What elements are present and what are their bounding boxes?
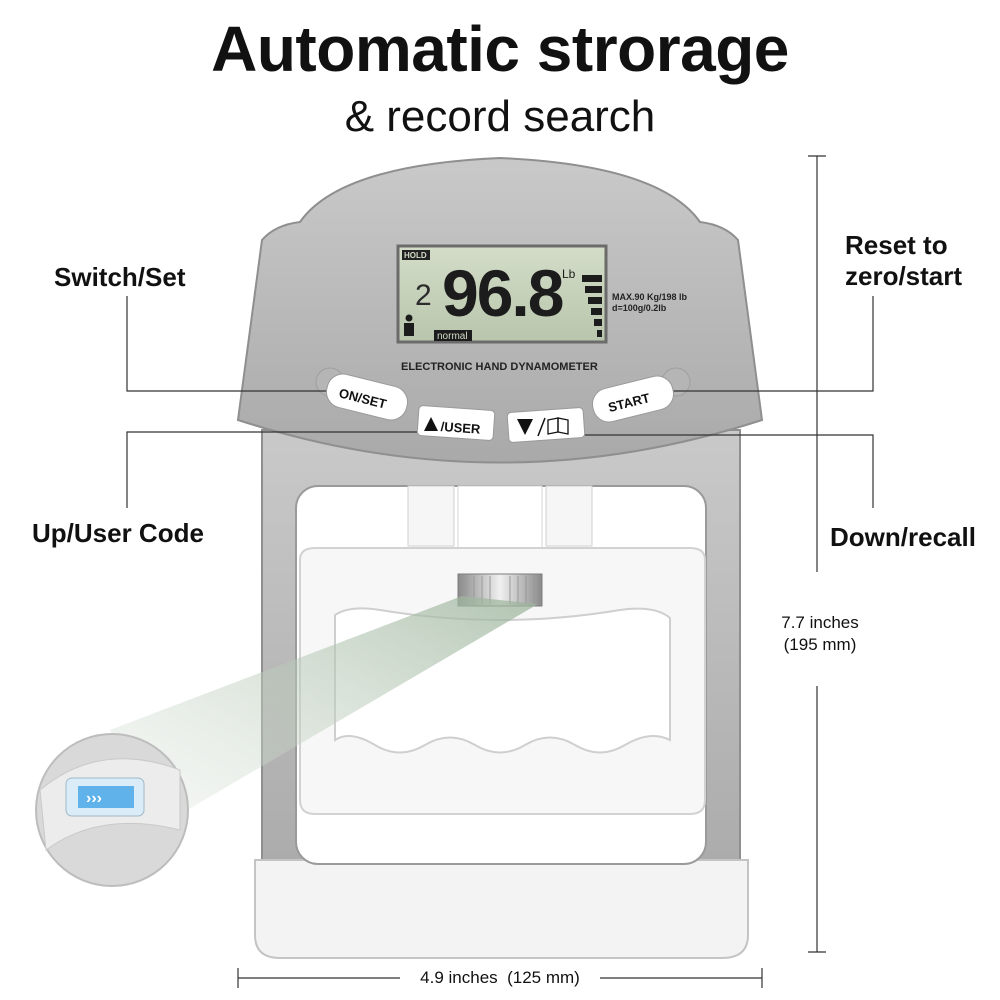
lcd-status: normal <box>437 331 468 342</box>
height-dimension-label: 7.7 inches (195 mm) <box>781 613 859 654</box>
piston-left <box>407 485 455 547</box>
callout-up-user-code: Up/User Code <box>32 518 204 548</box>
model-label: ELECTRONIC HAND DYNAMOMETER <box>401 361 598 373</box>
resolution-label: d=100g/0.2lb <box>612 303 667 313</box>
width-dimension-label: 4.9 inches (125 mm) <box>420 968 580 987</box>
page-title: Automatic strorage <box>211 13 789 85</box>
lcd-bar-graph <box>582 275 602 337</box>
svg-text:›››: ››› <box>86 790 102 807</box>
callout-reset-start: Reset to zero/start <box>845 230 963 291</box>
lcd-reading: 96.8 <box>442 256 563 330</box>
bottom-handle <box>254 859 749 959</box>
up-arrow-icon <box>424 417 438 431</box>
width-dimension-line <box>237 968 763 988</box>
max-capacity-label: MAX.90 Kg/198 lb <box>612 292 688 302</box>
callout-switch-set: Switch/Set <box>54 262 186 292</box>
lcd-hold-indicator: HOLD <box>404 251 427 260</box>
down-arrow-icon <box>517 419 533 435</box>
down-recall-button[interactable] <box>506 407 586 443</box>
height-dimension-line <box>808 155 826 953</box>
callout-down-recall: Down/recall <box>830 522 976 552</box>
lcd-unit: Lb <box>562 267 576 281</box>
lcd-user-digit: 2 <box>415 279 432 312</box>
up-user-button[interactable]: /USER <box>416 405 496 441</box>
callout-lines <box>126 296 874 508</box>
piston-right <box>545 485 593 547</box>
knob-zoom-detail: ››› <box>35 733 189 887</box>
lcd-screen <box>396 244 608 344</box>
on-set-button[interactable]: ON/SET <box>323 371 411 424</box>
book-icon <box>547 417 569 435</box>
svg-text:/USER: /USER <box>440 419 481 437</box>
zoom-beam <box>110 596 538 832</box>
page-subtitle: & record search <box>344 92 656 141</box>
lcd-person-icon <box>404 314 414 336</box>
start-button[interactable]: START <box>589 373 677 426</box>
